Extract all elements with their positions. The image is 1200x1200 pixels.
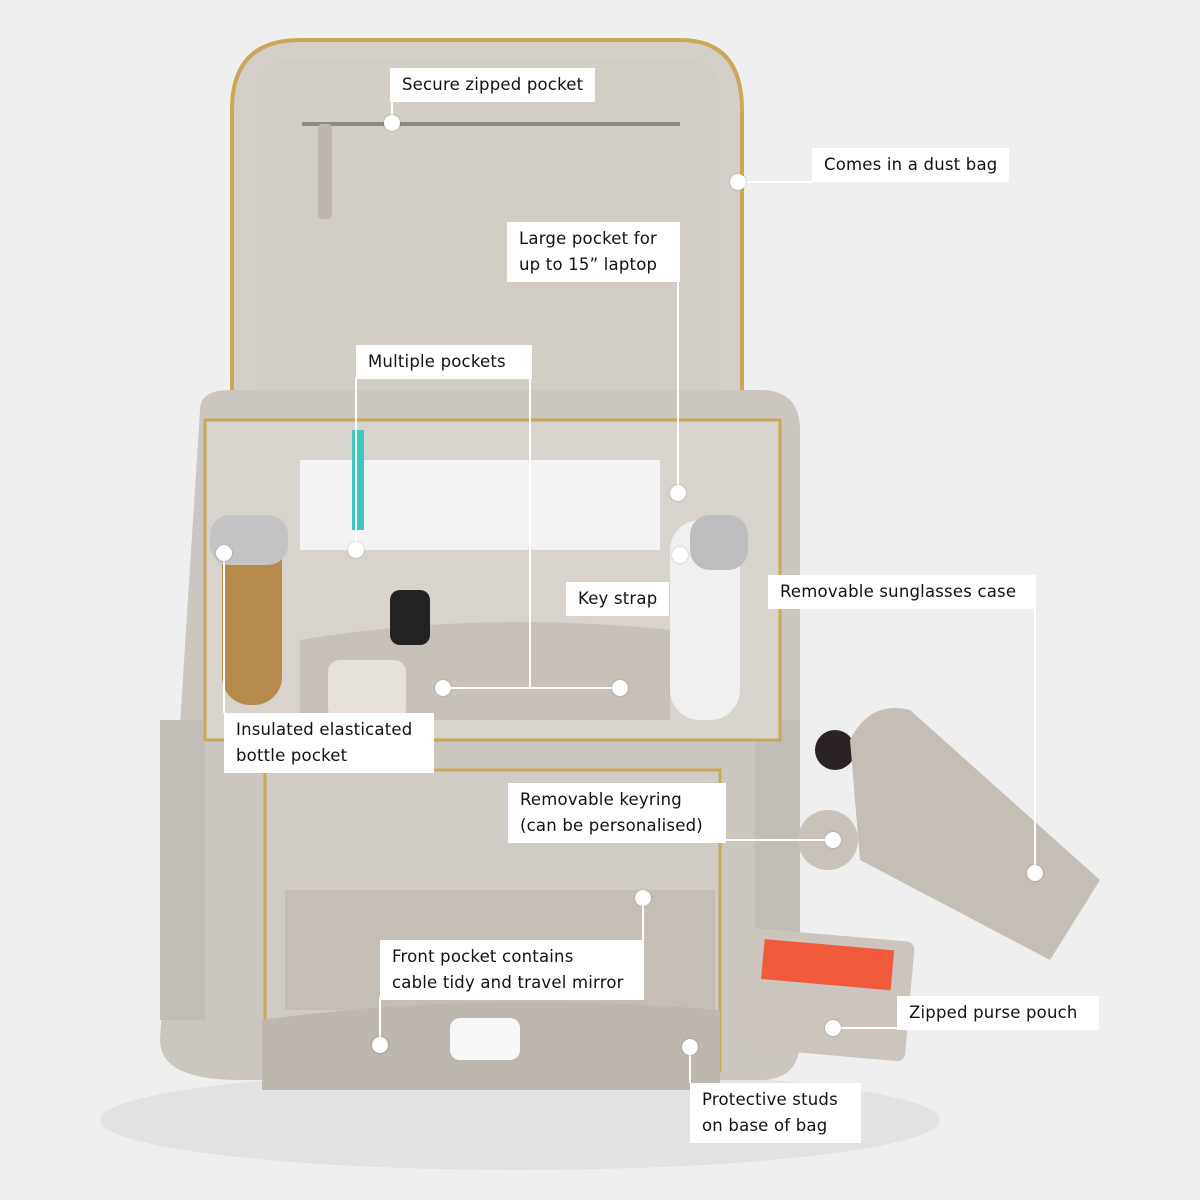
- callout-text: Comes in a dust bag: [824, 155, 998, 174]
- callout-secure-pocket: Secure zipped pocket: [390, 68, 596, 102]
- sunglasses-case: [850, 708, 1100, 960]
- hotspot-dot[interactable]: [1027, 865, 1043, 881]
- callout-dust-bag: Comes in a dust bag: [812, 148, 1010, 182]
- leader-line: [670, 596, 672, 597]
- leader-line: [833, 1027, 897, 1029]
- leader-line: [529, 377, 531, 688]
- leader-line: [677, 280, 679, 493]
- callout-text: Removable keyring: [520, 790, 682, 809]
- hotspot-dot[interactable]: [216, 545, 232, 561]
- leader-line: [223, 553, 225, 713]
- hotspot-dot[interactable]: [672, 547, 688, 563]
- leader-line: [391, 100, 393, 123]
- callout-text: Insulated elasticated: [236, 720, 413, 739]
- leader-line: [355, 377, 357, 548]
- hotspot-dot[interactable]: [825, 1020, 841, 1036]
- callout-bottle-pocket: Insulated elasticated bottle pocket: [224, 713, 434, 773]
- leader-line: [725, 839, 833, 841]
- callout-text: Front pocket contains: [392, 947, 574, 966]
- leader-line: [642, 898, 644, 940]
- leader-line: [443, 687, 620, 689]
- hotspot-dot[interactable]: [825, 832, 841, 848]
- hotspot-dot[interactable]: [612, 680, 628, 696]
- callout-keyring: Removable keyring (can be personalised): [508, 783, 726, 843]
- callout-text: on base of bag: [702, 1116, 828, 1135]
- callout-purse: Zipped purse pouch: [897, 996, 1099, 1030]
- callout-text: Protective studs: [702, 1090, 838, 1109]
- callout-text: Zipped purse pouch: [909, 1003, 1078, 1022]
- hotspot-dot[interactable]: [372, 1037, 388, 1053]
- leader-line: [738, 181, 812, 183]
- leader-line: [1034, 608, 1036, 873]
- leader-line: [689, 1047, 691, 1083]
- callout-text: Secure zipped pocket: [402, 75, 584, 94]
- hotspot-dot[interactable]: [384, 115, 400, 131]
- callout-text: Key strap: [578, 589, 658, 608]
- callout-text: Large pocket for: [519, 229, 658, 248]
- hotspot-dot[interactable]: [670, 485, 686, 501]
- hotspot-dot[interactable]: [435, 680, 451, 696]
- callout-multiple-pockets: Multiple pockets: [356, 345, 532, 379]
- callout-text: Removable sunglasses case: [780, 582, 1017, 601]
- callout-sunglasses-case: Removable sunglasses case: [768, 575, 1036, 609]
- hotspot-dot[interactable]: [730, 174, 746, 190]
- callout-studs: Protective studs on base of bag: [690, 1083, 861, 1143]
- callout-text: cable tidy and travel mirror: [392, 973, 624, 992]
- hotspot-dot[interactable]: [635, 890, 651, 906]
- callout-text: (can be personalised): [520, 816, 703, 835]
- callout-text: up to 15” laptop: [519, 255, 658, 274]
- callout-front-pocket: Front pocket contains cable tidy and trav…: [380, 940, 644, 1000]
- callout-laptop-pocket: Large pocket for up to 15” laptop: [507, 222, 680, 282]
- hotspot-dot[interactable]: [682, 1039, 698, 1055]
- callout-text: bottle pocket: [236, 746, 348, 765]
- hotspot-dot[interactable]: [348, 542, 364, 558]
- callout-text: Multiple pockets: [368, 352, 506, 371]
- leader-line: [379, 997, 381, 1045]
- callout-key-strap: Key strap: [566, 582, 670, 616]
